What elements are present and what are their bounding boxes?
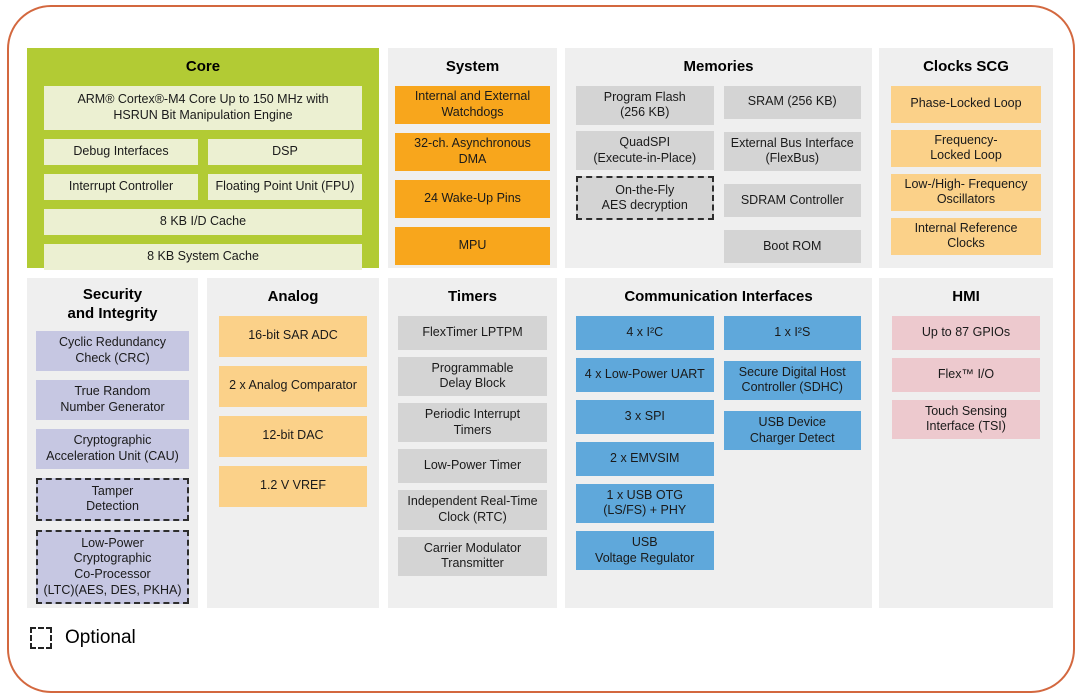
block-periodic-interrupt-timers: Periodic Interrupt Timers: [398, 403, 547, 443]
block-2-x-emvsim: 2 x EMVSIM: [576, 441, 714, 476]
block-1-x-usb-otg-ls-fs-phy: 1 x USB OTG (LS/FS) + PHY: [576, 483, 714, 523]
block-usb-voltage-regulator: USB Voltage Regulator: [576, 531, 714, 571]
block-program-flash-256-kb: Program Flash (256 KB): [576, 85, 714, 125]
block-quadspi-execute-in-place: QuadSPI (Execute-in-Place): [576, 131, 714, 171]
block-3-x-spi: 3 x SPI: [576, 399, 714, 434]
block-8-kb-system-cache: 8 KB System Cache: [44, 243, 362, 270]
block-usb-device-charger-detect: USB Device Charger Detect: [723, 411, 861, 451]
panel-comm-col2: 1 x I²S Secure Digital Host Controller (S…: [723, 315, 861, 571]
block-external-bus-interface-flexbus: External Bus Interface (FlexBus): [723, 131, 861, 171]
panel-security-blocks: Cyclic Redundancy Check (CRC) True Random…: [27, 330, 198, 605]
block-carrier-modulator-transmitter: Carrier Modulator Transmitter: [398, 536, 547, 576]
block-internal-reference-clocks: Internal Reference Clocks: [891, 217, 1041, 255]
panel-comm-title: Communication Interfaces: [624, 288, 813, 305]
panel-timers: Timers FlexTimer LPTPM Programmable Delay…: [388, 278, 557, 608]
block-touch-sensing-interface-tsi: Touch Sensing Interface (TSI): [892, 399, 1040, 439]
block-sdram-controller: SDRAM Controller: [723, 184, 861, 217]
legend-label: Optional: [65, 627, 136, 648]
block-12-bit-dac: 12-bit DAC: [219, 415, 367, 457]
panel-security-title: Security and Integrity: [67, 286, 158, 322]
legend-optional: Optional: [30, 627, 136, 649]
block-flex-i-o: Flex™ I/O: [892, 357, 1040, 392]
block-low-power-timer: Low-Power Timer: [398, 449, 547, 484]
block-floating-point-unit-fpu: Floating Point Unit (FPU): [208, 173, 362, 200]
block-boot-rom: Boot ROM: [723, 230, 861, 263]
block-internal-and-external-watchdogs: Internal and External Watchdogs: [395, 85, 550, 124]
panel-hmi-title: HMI: [952, 288, 980, 305]
panel-security-and-integrity: Security and Integrity Cyclic Redundancy…: [27, 278, 198, 608]
panel-system-title: System: [445, 58, 500, 75]
optional-dashed-box-icon: [30, 627, 52, 649]
panel-memories-col2: SRAM (256 KB) External Bus Interface (Fle…: [723, 85, 861, 263]
block-cyclic-redundancy-check-crc: Cyclic Redundancy Check (CRC): [36, 330, 189, 371]
panel-core: Core ARM® Cortex®-M4 Core Up to 150 MHz …: [27, 48, 379, 270]
block-arm-cortex-m4-core-up-to-150-mhz-with-hs: ARM® Cortex®-M4 Core Up to 150 MHz with …: [44, 85, 362, 130]
panel-system-blocks: Internal and External Watchdogs 32-ch. As…: [388, 85, 557, 265]
block-1-x-i-s: 1 x I²S: [723, 315, 861, 350]
block-sram-256-kb: SRAM (256 KB): [723, 85, 861, 119]
block-24-wake-up-pins: 24 Wake-Up Pins: [395, 179, 550, 218]
block-cryptographic-acceleration-unit-cau: Cryptographic Acceleration Unit (CAU): [36, 428, 189, 469]
block-32-ch-asynchronous-dma: 32-ch. Asynchronous DMA: [395, 132, 550, 171]
block-frequency-locked-loop: Frequency- Locked Loop: [891, 129, 1041, 167]
block-phase-locked-loop: Phase-Locked Loop: [891, 85, 1041, 123]
panel-analog-title: Analog: [267, 288, 319, 305]
block-on-the-fly-aes-decryption: On-the-Fly AES decryption: [576, 176, 714, 221]
block-low-power-cryptographic-co-processor-ltc: Low-Power Cryptographic Co-Processor (LT…: [36, 529, 189, 605]
panel-core-blocks: ARM® Cortex®-M4 Core Up to 150 MHz with …: [27, 85, 379, 270]
panel-memories-title: Memories: [683, 58, 754, 75]
block-4-x-low-power-uart: 4 x Low-Power UART: [576, 357, 714, 392]
block-flextimer-lptpm: FlexTimer LPTPM: [398, 315, 547, 350]
block-16-bit-sar-adc: 16-bit SAR ADC: [219, 315, 367, 357]
block-secure-digital-host-controller-sdhc: Secure Digital Host Controller (SDHC): [723, 360, 861, 400]
panel-memories: Memories Program Flash (256 KB) QuadSPI (…: [565, 48, 872, 268]
block-debug-interfaces: Debug Interfaces: [44, 138, 198, 165]
block-mpu: MPU: [395, 226, 550, 265]
block-tamper-detection: Tamper Detection: [36, 477, 189, 521]
panel-system: System Internal and External Watchdogs 32…: [388, 48, 557, 268]
panel-analog: Analog 16-bit SAR ADC 2 x Analog Comparat…: [207, 278, 379, 608]
panel-analog-blocks: 16-bit SAR ADC 2 x Analog Comparator 12-bi…: [207, 315, 379, 507]
block-8-kb-i-d-cache: 8 KB I/D Cache: [44, 208, 362, 235]
block-dsp: DSP: [208, 138, 362, 165]
block-up-to-87-gpios: Up to 87 GPIOs: [892, 315, 1040, 350]
block-independent-real-time-clock-rtc: Independent Real-Time Clock (RTC): [398, 490, 547, 530]
block-true-random-number-generator: True Random Number Generator: [36, 379, 189, 420]
block-interrupt-controller: Interrupt Controller: [44, 173, 198, 200]
panel-comm-col1: 4 x I²C 4 x Low-Power UART 3 x SPI 2 x EMVS…: [576, 315, 714, 571]
block-2-x-analog-comparator: 2 x Analog Comparator: [219, 365, 367, 407]
panel-memories-col1: Program Flash (256 KB) QuadSPI (Execute-i…: [576, 85, 714, 263]
block-low-high-frequency-oscillators: Low-/High- Frequency Oscillators: [891, 173, 1041, 211]
block-programmable-delay-block: Programmable Delay Block: [398, 356, 547, 396]
panel-communication-interfaces: Communication Interfaces 4 x I²C 4 x Low-…: [565, 278, 872, 608]
block-4-x-i-c: 4 x I²C: [576, 315, 714, 350]
panel-clocks-title: Clocks SCG: [923, 58, 1009, 75]
panel-timers-title: Timers: [448, 288, 497, 305]
block-1-2-v-vref: 1.2 V VREF: [219, 465, 367, 507]
panel-core-title: Core: [185, 58, 221, 75]
